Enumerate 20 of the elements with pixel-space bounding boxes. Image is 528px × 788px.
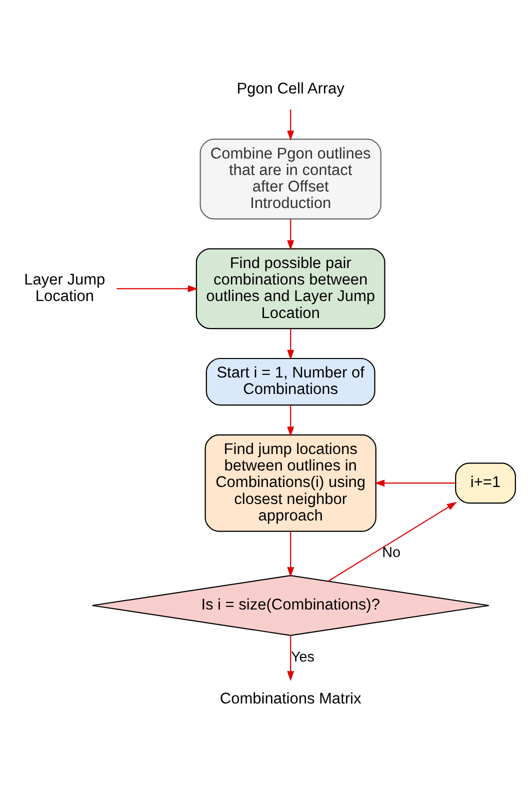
node-text: Combinations Matrix	[220, 690, 362, 708]
node-box: Combine Pgon outlines that are in contact after Offset Introduction	[200, 138, 382, 219]
node-text: Pgon Cell Array	[236, 80, 344, 97]
arrow	[287, 108, 294, 140]
arrow	[116, 284, 198, 292]
arrow	[287, 328, 294, 360]
arrow	[287, 218, 294, 250]
node-diamond: Is i = size(Combinations)?	[92, 574, 490, 636]
arrow	[287, 404, 294, 436]
node-text: Layer Jump Location	[24, 271, 106, 305]
node-box: Start i = 1, Number of Combinations	[206, 357, 376, 406]
arrow	[374, 479, 456, 486]
node-box: Find jump locations between outlines in Combinations(i) using closest neighbor approach	[204, 434, 376, 532]
arrow	[287, 635, 294, 681]
edge-label: No	[382, 544, 401, 561]
arrow	[287, 530, 294, 577]
node-box: i+=1	[455, 462, 516, 504]
arrow	[328, 501, 457, 582]
node-box: Find possible pair combinations between outlines and Layer Jump Location	[196, 248, 386, 329]
edge-label: Yes	[291, 648, 314, 665]
